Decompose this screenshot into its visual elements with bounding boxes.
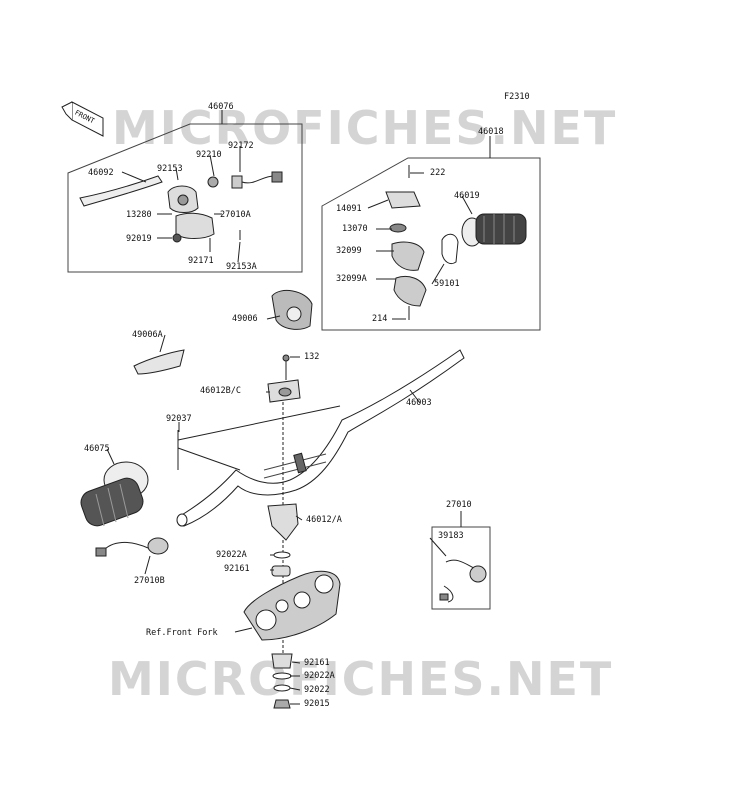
part-27010: 27010: [446, 500, 472, 510]
part-92161-bottom: 92161: [304, 658, 330, 668]
part-92153: 92153: [157, 164, 183, 174]
part-92015: 92015: [304, 699, 330, 709]
part-92172: 92172: [228, 141, 254, 151]
diagram-code: F2310: [504, 92, 530, 102]
part-27010A: 27010A: [220, 210, 251, 220]
part-39183: 39183: [438, 531, 464, 541]
part-46019: 46019: [454, 191, 480, 201]
part-46018: 46018: [478, 127, 504, 137]
part-132: 132: [304, 352, 320, 362]
throttle-tube-icon: [441, 233, 459, 265]
part-49006A: 49006A: [132, 330, 163, 340]
watermark-bottom: MICROFICHES.NET: [108, 652, 614, 706]
part-92171: 92171: [188, 256, 214, 266]
part-46075: 46075: [84, 444, 110, 454]
part-92037: 92037: [166, 414, 192, 424]
part-92022A-bottom: 92022A: [304, 671, 335, 681]
part-46092: 46092: [88, 168, 114, 178]
lever-icon: [79, 175, 163, 207]
part-14091: 14091: [336, 204, 362, 214]
front-arrow-icon: [61, 101, 104, 137]
left-grip-icon: [80, 461, 149, 527]
part-222: 222: [430, 168, 446, 178]
part-92210: 92210: [196, 150, 222, 160]
part-59101: 59101: [434, 279, 460, 289]
part-92161-top: 92161: [224, 564, 250, 574]
part-92022: 92022: [304, 685, 330, 695]
box-46076: [67, 123, 303, 273]
part-46003: 46003: [406, 398, 432, 408]
part-13070: 13070: [342, 224, 368, 234]
handlebar-icon: [179, 349, 465, 527]
watermark-top: MICROFICHES.NET: [112, 101, 618, 155]
switch-housing-icon: [385, 191, 421, 209]
part-46012BC: 46012B/C: [200, 386, 241, 396]
part-46012A: 46012/A: [306, 515, 342, 525]
part-49006: 49006: [232, 314, 258, 324]
part-46076: 46076: [208, 102, 234, 112]
part-32099: 32099: [336, 246, 362, 256]
box-46018: [321, 157, 541, 331]
part-27010B: 27010B: [134, 576, 165, 586]
part-92019: 92019: [126, 234, 152, 244]
right-grip-icon: [461, 213, 527, 247]
part-92022A-top: 92022A: [216, 550, 247, 560]
ref-front-fork: Ref.Front Fork: [146, 628, 218, 638]
part-13280: 13280: [126, 210, 152, 220]
part-92153A: 92153A: [226, 262, 257, 272]
part-214: 214: [372, 314, 388, 324]
part-32099A: 32099A: [336, 274, 367, 284]
